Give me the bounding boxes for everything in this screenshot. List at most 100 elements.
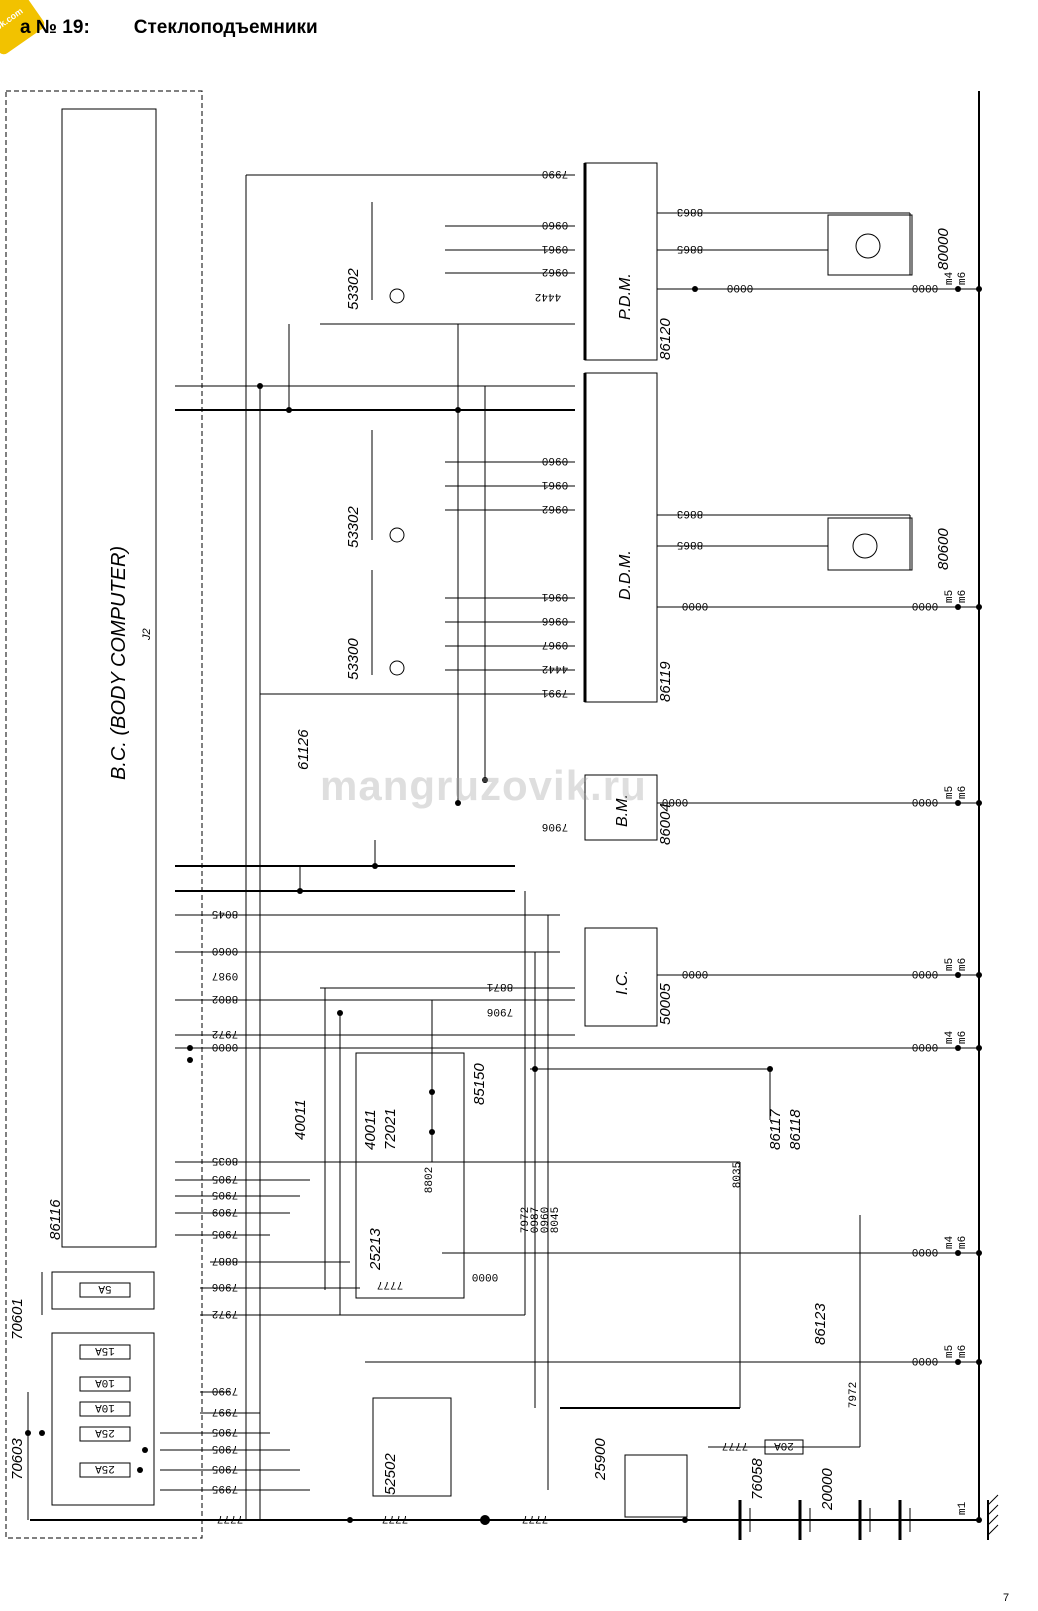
- wire-label: 8863: [677, 507, 703, 519]
- svg-text:m4: m4: [944, 271, 956, 285]
- wire-label: 7777: [522, 1512, 548, 1524]
- svg-text:m1: m1: [957, 1501, 969, 1515]
- wire-label: 7906: [487, 1005, 513, 1017]
- svg-text:m5: m5: [944, 786, 956, 799]
- relay-box: [355, 1052, 465, 1299]
- svg-text:m5: m5: [944, 958, 956, 971]
- bm-box: [584, 774, 658, 841]
- diag-code: 86117: [767, 1109, 784, 1150]
- edc-code: 85150: [471, 1063, 488, 1105]
- wire-label: 0960: [542, 454, 568, 466]
- motor-top-code: 80000: [935, 228, 952, 270]
- svg-text:m6: m6: [957, 1236, 969, 1249]
- wire-label: 7905: [212, 1172, 238, 1184]
- wire-label: 0000: [472, 1270, 498, 1282]
- ic-label: I.C.: [614, 970, 631, 995]
- svg-text:m6: m6: [957, 1345, 969, 1358]
- header-number: а № 19:: [20, 17, 90, 38]
- wire-label: 7991: [541, 686, 568, 698]
- wire-label: 0960: [542, 218, 568, 230]
- wire-label: 7777: [382, 1512, 408, 1524]
- wire-label: 0987: [212, 969, 238, 981]
- wire-label: 8035: [732, 1162, 744, 1188]
- wire-label: 4442: [535, 290, 561, 302]
- wire-label: 4442: [542, 662, 568, 674]
- wire-label: 0000: [682, 967, 708, 979]
- pdm-box: [584, 162, 658, 361]
- wire-label: 0966: [542, 614, 568, 626]
- ground-labels: m4 m6 m5 m6 m5 m6 m5 m6 m4 m6 m4 m6 m5 m…: [944, 271, 969, 1515]
- body-computer-box: [61, 108, 157, 1248]
- wire-label: 0000: [912, 281, 938, 293]
- fuse-box-a-code: 70601: [9, 1298, 26, 1340]
- bm-label: B.M.: [614, 794, 631, 827]
- page-title: Стеклоподъемники: [133, 17, 318, 38]
- fuse-label: 10A: [95, 1376, 115, 1388]
- svg-text:m5: m5: [944, 590, 956, 603]
- svg-text:m6: m6: [957, 272, 969, 285]
- wire-label: 0961: [541, 478, 568, 490]
- wire-label: 8045: [212, 907, 238, 919]
- wire-label: 7905: [212, 1442, 238, 1454]
- wire-label: 7972: [848, 1382, 860, 1408]
- switch-group-1-code: 53302: [345, 268, 362, 310]
- wire-label: 0962: [542, 502, 568, 514]
- wire-label: 7905: [212, 1425, 238, 1437]
- page-number: 7: [1003, 1592, 1010, 1604]
- wire-label: 8802: [212, 992, 238, 1004]
- wire-label: 7990: [542, 167, 568, 179]
- lamp-3: [389, 660, 405, 676]
- diag-sub: 86118: [787, 1109, 804, 1150]
- wire-label: 0000: [912, 1245, 938, 1257]
- wire-label: 8871: [486, 980, 513, 992]
- wire-label: 8865: [677, 538, 703, 550]
- switch-group-2-code: 53302: [345, 506, 362, 548]
- ic-code: 50005: [657, 983, 674, 1025]
- svg-text:m6: m6: [957, 786, 969, 799]
- wire-label: 0967: [542, 638, 568, 650]
- sensor-b-code: 40011: [362, 1109, 379, 1150]
- resistor-code: 61126: [295, 729, 312, 770]
- wire-label: 0000: [682, 599, 708, 611]
- motor-mid-symbol: [852, 533, 878, 559]
- svg-text:m6: m6: [957, 958, 969, 971]
- wire-label: 8863: [677, 205, 703, 217]
- wire-label: 0000: [662, 795, 688, 807]
- main-switch-box: [624, 1454, 688, 1518]
- wire-label: 8045: [550, 1207, 562, 1233]
- fuse-20a-label: 20A: [774, 1439, 794, 1451]
- main-switch-code: 25900: [592, 1438, 609, 1481]
- body-computer-code: 86116: [47, 1199, 64, 1240]
- wire-label: 0060: [212, 944, 238, 956]
- wire-label: 0000: [912, 1354, 938, 1366]
- wire-label: 7905: [212, 1227, 238, 1239]
- wire-label: 8035: [212, 1154, 238, 1166]
- wire-label: 0961: [541, 242, 568, 254]
- wire-label: 7906: [542, 820, 568, 832]
- motor-top-box: [827, 214, 913, 276]
- pdm-code: 86120: [657, 318, 674, 360]
- relay-code: 25213: [367, 1228, 384, 1271]
- body-computer-boundary: [5, 90, 203, 1539]
- switch-group-3-code: 53300: [345, 638, 362, 680]
- svg-text:m6: m6: [957, 590, 969, 603]
- ddm-box: [584, 372, 658, 703]
- ignition-switch-box: [372, 1397, 452, 1497]
- ddm-code: 86119: [657, 661, 674, 702]
- wire-label: 0961: [541, 590, 568, 602]
- wire-label: 7905: [212, 1188, 238, 1200]
- fuse-box-b: [51, 1271, 155, 1310]
- wire-label: 7995: [212, 1482, 238, 1494]
- svg-text:m6: m6: [957, 1031, 969, 1044]
- junction-dots: [25, 286, 982, 1525]
- battery-code: 20000: [819, 1468, 836, 1511]
- wire-label: 7997: [212, 1405, 238, 1417]
- wire-label: 7777: [722, 1439, 748, 1451]
- wire-label: 0000: [912, 795, 938, 807]
- sensor-a-code: 40011: [292, 1099, 309, 1140]
- watermark: mangruzovik.ru: [320, 762, 647, 809]
- wire-label: 0000: [912, 967, 938, 979]
- svg-text:m4: m4: [944, 1235, 956, 1249]
- wire-label: 0000: [912, 599, 938, 611]
